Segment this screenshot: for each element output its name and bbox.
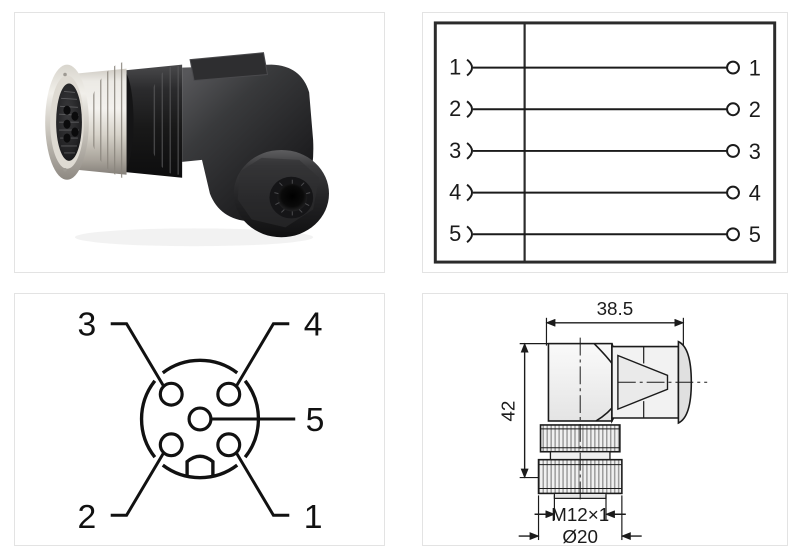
schematic-left-label-2: 2 (449, 96, 461, 121)
schematic-right-label-4: 4 (749, 181, 761, 206)
socket-arc-icon (466, 100, 474, 118)
socket-arc-icon (466, 225, 474, 244)
terminal-circle-icon (726, 185, 740, 200)
schematic-left-label-3: 3 (449, 138, 461, 163)
dimension-thread: M12×1 (534, 495, 626, 525)
schematic-row: 4 4 (449, 180, 761, 206)
pin-hole-1 (216, 432, 242, 458)
schematic-left-label-1: 1 (449, 55, 461, 80)
terminal-circle-icon (726, 60, 740, 75)
black-knurled-ring (122, 64, 183, 178)
socket-face-ribs (59, 90, 79, 154)
schematic-row: 3 3 (449, 138, 761, 164)
schematic-outer-box (433, 21, 777, 264)
schematic-right-label-5: 5 (749, 222, 761, 247)
dim-label-length: 38.5 (597, 298, 634, 319)
pin-layout-panel: 3 4 5 2 1 (14, 293, 385, 546)
dim-label-thread: M12×1 (551, 504, 609, 525)
connector-photo-illustration (15, 13, 384, 272)
pin-label-1: 1 (304, 498, 323, 536)
schematic-right-label-3: 3 (749, 139, 761, 164)
dimension-height: 42 (498, 342, 549, 479)
gland-serrations (274, 179, 311, 216)
pin-hole-4 (216, 381, 242, 407)
product-photo-image (15, 13, 384, 272)
pin-hole-3 (158, 381, 184, 407)
pin-label-2: 2 (78, 498, 97, 536)
pin-hole-5 (187, 406, 213, 432)
terminal-circle-icon (726, 227, 740, 242)
schematic-row: 5 5 (449, 221, 761, 247)
body-label-plate (189, 52, 269, 82)
pin-hole-2 (158, 432, 184, 458)
leader-lines (110, 322, 296, 517)
schematic-right-label-2: 2 (749, 97, 761, 122)
dimension-diameter: Ø20 (518, 495, 642, 545)
dimensional-drawing-svg: 38.5 42 (423, 294, 787, 545)
dim-label-diameter: Ø20 (562, 526, 598, 545)
dimension-length: 38.5 (545, 298, 685, 346)
dim-label-height: 42 (498, 401, 519, 422)
terminal-circle-icon (726, 143, 740, 158)
socket-arc-icon (466, 183, 474, 202)
wiring-schematic-svg: 1 1 2 2 3 3 (423, 13, 787, 272)
schematic-left-label-4: 4 (449, 180, 461, 205)
pin-label-5: 5 (306, 401, 325, 439)
schematic-row: 2 2 (449, 96, 761, 122)
schematic-left-label-5: 5 (449, 221, 461, 246)
socket-arc-icon (466, 58, 474, 77)
terminal-circle-icon (726, 102, 740, 117)
product-photo-panel (14, 12, 385, 273)
pin-label-3: 3 (78, 306, 97, 344)
cable-gland-bore (277, 183, 308, 212)
contact-holes (158, 381, 242, 458)
socket-arc-icon (466, 142, 474, 160)
schematic-right-label-1: 1 (749, 56, 761, 81)
pin-label-4: 4 (304, 306, 323, 344)
pin-layout-svg: 3 4 5 2 1 (15, 294, 384, 545)
keyway-notch (185, 454, 215, 476)
dimensional-drawing-panel: 38.5 42 (422, 293, 788, 546)
wiring-schematic-panel: 1 1 2 2 3 3 (422, 12, 788, 273)
schematic-row: 1 1 (449, 55, 761, 81)
socket-contact-holes (63, 105, 79, 143)
